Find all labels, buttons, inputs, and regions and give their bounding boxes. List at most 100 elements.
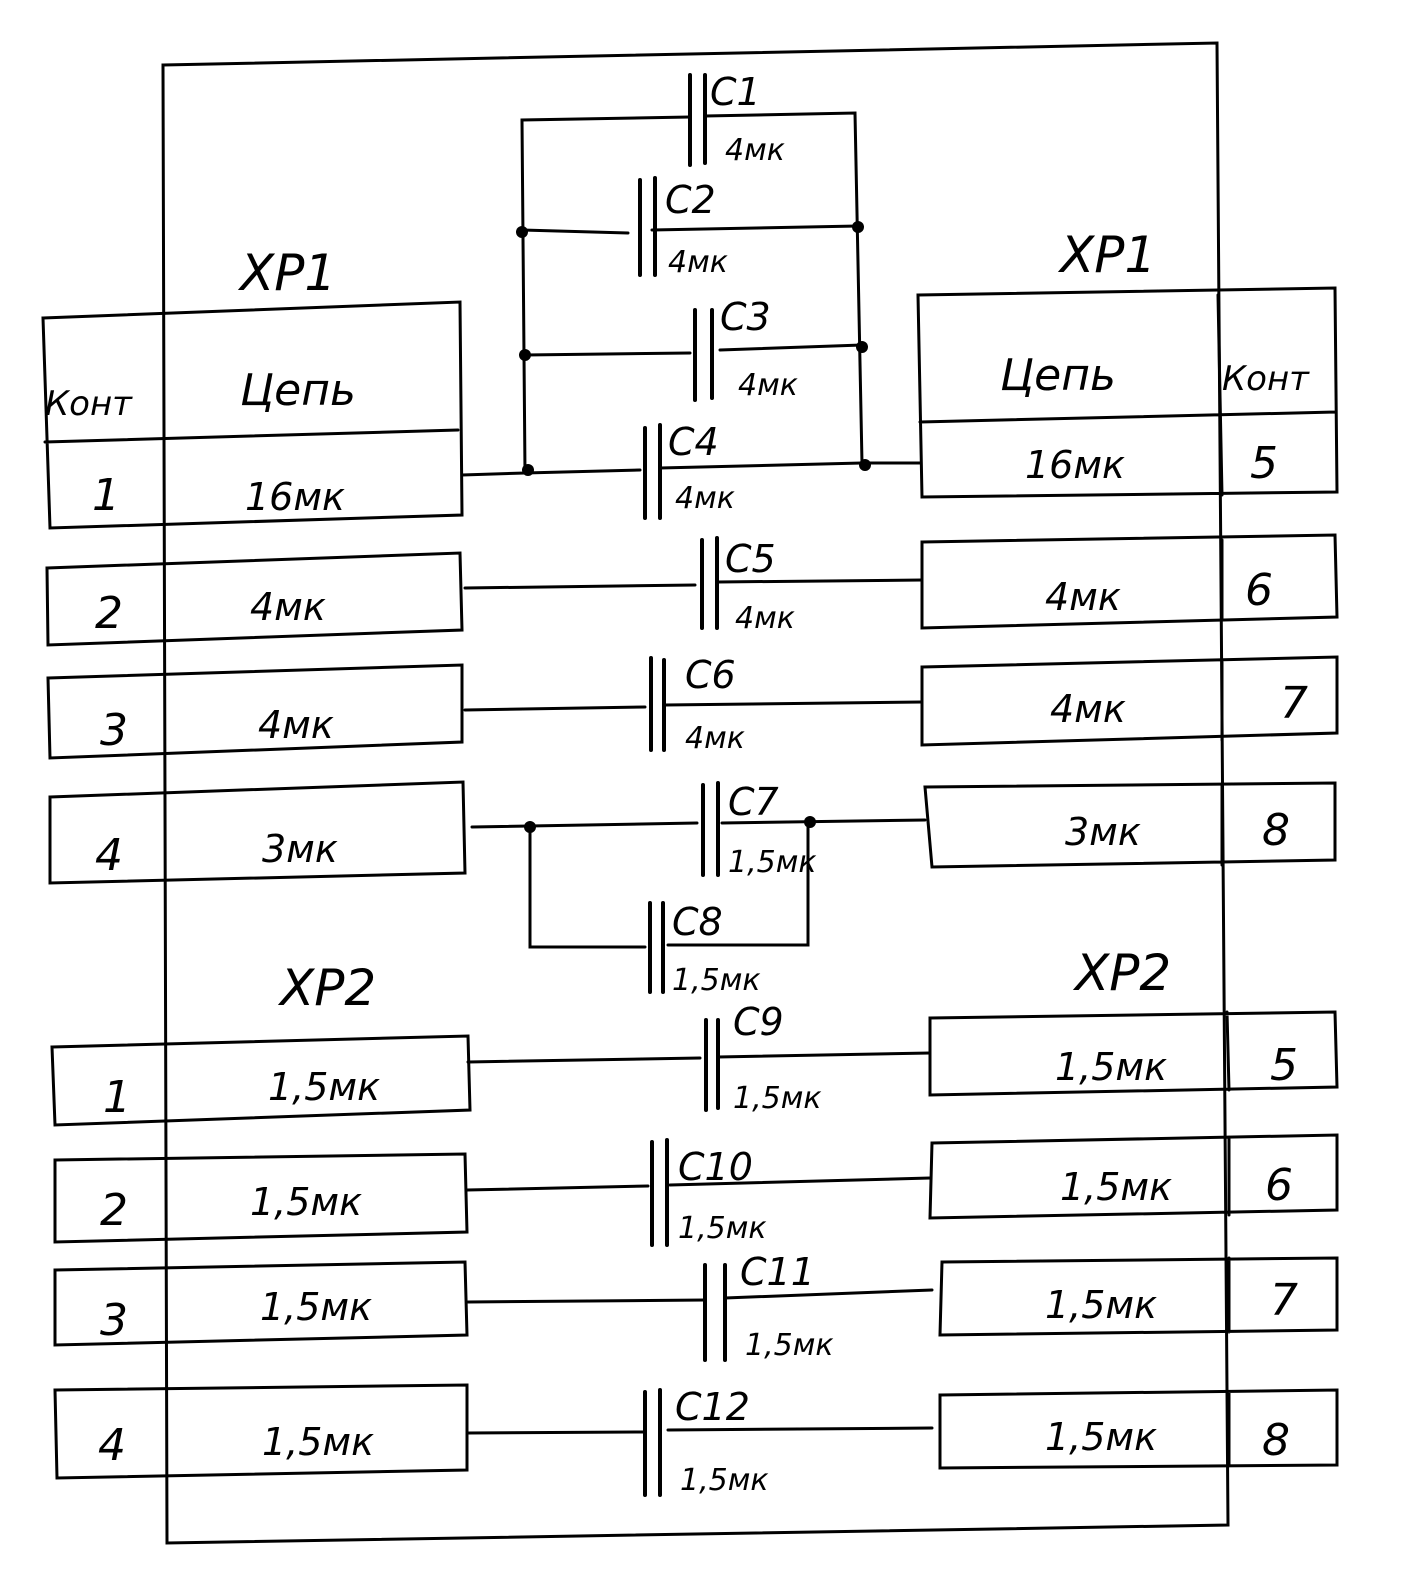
xp1-left-connector: XP1 Конт Цепь 1 16мк 2 4мк 3 4мк 4 3мк — [41, 244, 467, 885]
xp2-right-chain-8: 1,5мк — [1045, 1415, 1157, 1459]
capacitor-c3: C3 4мк — [693, 295, 798, 403]
xp1-left-kont-1: 1 — [92, 470, 120, 521]
xp2-left-kont-3: 3 — [100, 1295, 128, 1346]
c3-value: 4мк — [738, 368, 798, 403]
c8-value: 1,5мк — [672, 963, 760, 998]
xp1-right-chain-5: 16мк — [1025, 443, 1125, 487]
xp1-right-chain-6: 4мк — [1045, 575, 1121, 619]
parallel-bank-c7-c8 — [470, 816, 927, 949]
c1-ref: C1 — [710, 70, 761, 114]
xp1-right-chain-8: 3мк — [1065, 810, 1141, 854]
xp1-right-chain-header: Цепь — [1000, 350, 1116, 401]
xp1-right-chain-7: 4мк — [1050, 687, 1126, 731]
parallel-bank-c1-c4 — [460, 111, 922, 477]
xp2-left-chain-1: 1,5мк — [268, 1065, 380, 1109]
capacitor-symbol — [638, 176, 657, 277]
frame — [161, 41, 1230, 1545]
c11-ref: C11 — [740, 1250, 815, 1294]
xp2-left-label: XP2 — [277, 959, 376, 1017]
junction-dot — [524, 821, 536, 833]
wire-c10 — [465, 1176, 932, 1192]
xp2-right-connector: XP2 1,5мк 5 1,5мк 6 1,5мк 7 1,5мк 8 — [928, 944, 1339, 1470]
xp2-left-connector: XP2 1 1,5мк 2 1,5мк 3 1,5мк 4 1,5мк — [50, 959, 472, 1480]
capacitor-symbol — [703, 1263, 727, 1362]
wire-c6 — [463, 700, 924, 712]
xp2-left-chain-3: 1,5мк — [260, 1285, 372, 1329]
c11-value: 1,5мк — [745, 1328, 833, 1363]
c12-value: 1,5мк — [680, 1463, 768, 1498]
c9-ref: C9 — [733, 1000, 784, 1044]
c8-ref: C8 — [672, 900, 723, 944]
c9-value: 1,5мк — [733, 1081, 821, 1116]
xp1-left-chain-4: 3мк — [262, 827, 338, 871]
xp1-right-kont-8: 8 — [1262, 805, 1290, 856]
c4-value: 4мк — [675, 481, 735, 516]
xp1-left-kont-3: 3 — [100, 705, 128, 756]
capacitor-c12: C12 1,5мк — [643, 1385, 768, 1498]
capacitor-c6: C6 4мк — [649, 653, 745, 756]
xp1-right-kont-6: 6 — [1245, 565, 1273, 616]
wire-c11 — [466, 1288, 934, 1304]
c4-ref: C4 — [668, 420, 719, 464]
xp2-right-kont-7: 7 — [1270, 1275, 1298, 1326]
xp2-left-chain-2: 1,5мк — [250, 1180, 362, 1224]
capacitor-c9: C9 1,5мк — [704, 1000, 821, 1116]
xp1-right-label: XP1 — [1057, 226, 1156, 284]
capacitor-c1: C1 4мк — [688, 70, 785, 168]
c5-value: 4мк — [735, 601, 795, 636]
capacitor-symbol — [701, 781, 720, 877]
xp2-right-chain-6: 1,5мк — [1060, 1165, 1172, 1209]
capacitor-symbol — [643, 423, 662, 520]
c10-ref: C10 — [678, 1145, 753, 1189]
capacitor-symbol — [648, 901, 665, 994]
c10-value: 1,5мк — [678, 1211, 766, 1246]
c3-ref: C3 — [720, 295, 771, 339]
capacitor-symbol — [704, 1018, 720, 1112]
xp2-right-kont-5: 5 — [1270, 1040, 1298, 1091]
wire-c12 — [466, 1426, 934, 1435]
c5-ref: C5 — [725, 537, 776, 581]
xp1-left-chain-2: 4мк — [250, 585, 326, 629]
capacitor-c11: C11 1,5мк — [703, 1250, 833, 1363]
c6-value: 4мк — [685, 721, 745, 756]
wire-c9 — [466, 1051, 932, 1064]
xp2-right-kont-8: 8 — [1262, 1415, 1290, 1466]
junction-dot — [856, 341, 868, 353]
c1-value: 4мк — [725, 133, 785, 168]
xp1-right-kont-5: 5 — [1250, 438, 1278, 489]
capacitor-symbol — [650, 1138, 669, 1247]
xp2-right-kont-6: 6 — [1265, 1160, 1293, 1211]
capacitor-c2: C2 4мк — [638, 176, 728, 280]
junction-dot — [519, 349, 531, 361]
xp2-right-label: XP2 — [1072, 944, 1171, 1002]
capacitor-c8: C8 1,5мк — [648, 900, 760, 998]
junction-dot — [852, 221, 864, 233]
capacitor-c7: C7 1,5мк — [701, 780, 816, 880]
junction-dot — [516, 226, 528, 238]
junction-dot — [859, 459, 871, 471]
xp1-right-kont-header: Конт — [1222, 359, 1310, 399]
xp2-right-chain-7: 1,5мк — [1045, 1283, 1157, 1327]
xp2-right-chain-5: 1,5мк — [1055, 1045, 1167, 1089]
xp1-right-connector: XP1 Цепь Конт 16мк 5 4мк 6 4мк 7 3мк 8 — [916, 226, 1339, 869]
xp2-left-chain-4: 1,5мк — [262, 1420, 374, 1464]
capacitor-c4: C4 4мк — [643, 420, 735, 520]
wire-c5 — [463, 578, 924, 590]
capacitor-symbol — [693, 308, 714, 402]
xp2-left-kont-1: 1 — [103, 1072, 131, 1123]
xp1-left-chain-1: 16мк — [245, 475, 345, 519]
xp1-left-kont-2: 2 — [95, 588, 123, 639]
xp1-left-kont-4: 4 — [95, 830, 123, 881]
xp2-left-kont-2: 2 — [100, 1185, 128, 1236]
c12-ref: C12 — [675, 1385, 750, 1429]
c2-value: 4мк — [668, 245, 728, 280]
junction-dot — [522, 464, 534, 476]
capacitor-symbol — [643, 1388, 662, 1497]
c7-ref: C7 — [728, 780, 779, 824]
xp1-left-label: XP1 — [237, 244, 336, 302]
xp1-right-kont-7: 7 — [1280, 678, 1308, 729]
capacitor-c10: C10 1,5мк — [650, 1138, 766, 1247]
junction-dot — [804, 816, 816, 828]
xp1-left-kont-header: Конт — [45, 384, 133, 424]
